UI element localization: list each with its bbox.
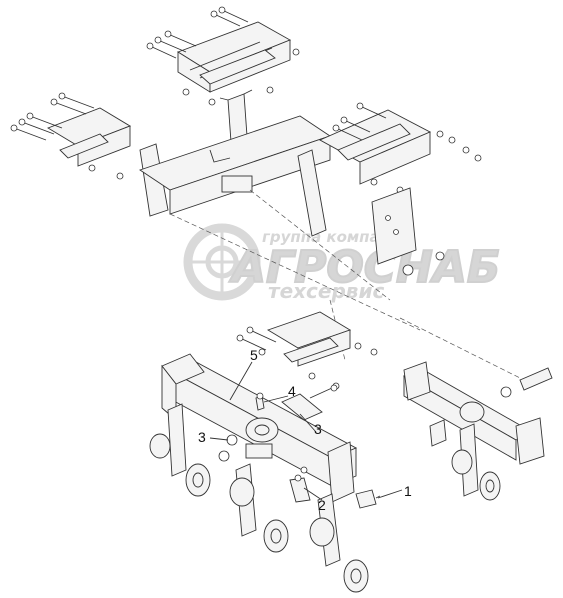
callout-1: 1 xyxy=(377,483,412,499)
callout-4: 4 xyxy=(263,383,296,403)
top-left-bolts xyxy=(146,6,300,106)
left-clamp-assembly xyxy=(10,92,169,217)
callout-3-right-label: 3 xyxy=(314,421,322,437)
callout-3-right: 3 xyxy=(299,413,322,437)
callout-4-label: 4 xyxy=(288,383,296,399)
callout-5: 5 xyxy=(229,347,258,401)
callout-2: 2 xyxy=(303,487,326,513)
watermark-top-text: группа компаний xyxy=(262,228,412,246)
callout-3-left-label: 3 xyxy=(198,429,206,445)
watermark: группа компаний АГРОСНАБ техсервис xyxy=(183,223,501,303)
callout-5-label: 5 xyxy=(250,347,258,363)
fasteners xyxy=(218,392,381,509)
watermark-bottom-text: техсервис xyxy=(268,279,384,303)
lower-beam-part-5 xyxy=(161,353,358,503)
right-clamp-assembly xyxy=(297,102,482,276)
lower-beam-right xyxy=(403,361,553,501)
disc-section-left xyxy=(149,403,369,593)
callout-3-left: 3 xyxy=(198,429,229,445)
callouts: 5 4 3 3 2 1 xyxy=(198,347,412,513)
callout-2-label: 2 xyxy=(318,497,326,513)
watermark-logo-wheel xyxy=(183,223,261,301)
callout-1-label: 1 xyxy=(404,483,412,499)
main-frame-beam xyxy=(138,115,521,379)
middle-clamp-assembly xyxy=(236,311,378,390)
watermark-main-text: АГРОСНАБ xyxy=(229,242,500,293)
top-clamp-assembly xyxy=(146,6,300,157)
